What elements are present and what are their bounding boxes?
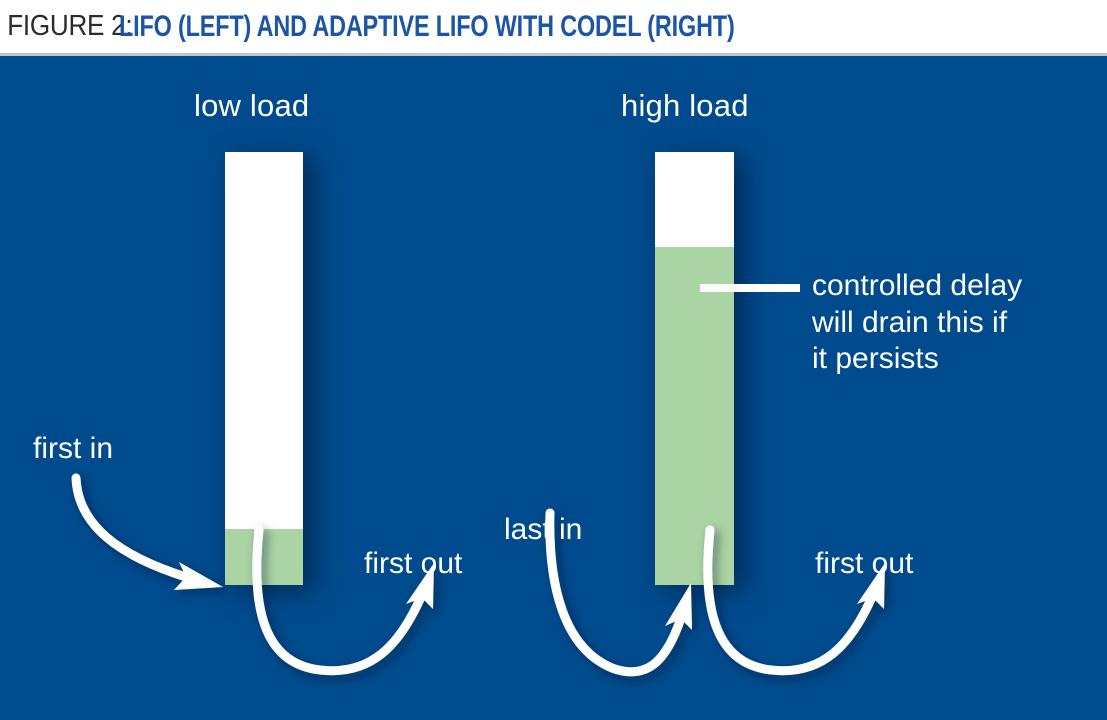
callout-line-3: it persists xyxy=(812,342,939,376)
label-first-out-high-load: first out xyxy=(815,547,914,580)
queue-bar-low-load xyxy=(225,152,303,585)
label-first-in: first in xyxy=(33,432,114,465)
column-title-low-load: low load xyxy=(194,88,310,123)
queue-bar-high-load xyxy=(655,152,734,585)
caption-divider xyxy=(0,53,1107,56)
queue-fill-high-load xyxy=(655,247,734,585)
controlled-delay-callout: controlled delay will drain this if it p… xyxy=(812,268,1102,378)
callout-line-1: controlled delay xyxy=(812,269,1023,302)
arrow-overlay xyxy=(71,284,885,677)
figure-caption: FIGURE 2: LIFO (LEFT) AND ADAPTIVE LIFO … xyxy=(0,0,1107,53)
figure-caption-title: LIFO (LEFT) AND ADAPTIVE LIFO WITH CODEL… xyxy=(119,9,735,43)
label-first-out-low-load: first out xyxy=(364,547,463,580)
callout-line-2: will drain this if xyxy=(812,305,1008,339)
diagram-panel: low load high load xyxy=(0,56,1107,720)
queue-fill-low-load xyxy=(225,528,303,585)
figure-caption-prefix: FIGURE 2: xyxy=(7,10,133,42)
label-last-in: last in xyxy=(504,513,583,546)
arrow-first-in xyxy=(71,473,223,590)
column-title-high-load: high load xyxy=(621,88,749,123)
